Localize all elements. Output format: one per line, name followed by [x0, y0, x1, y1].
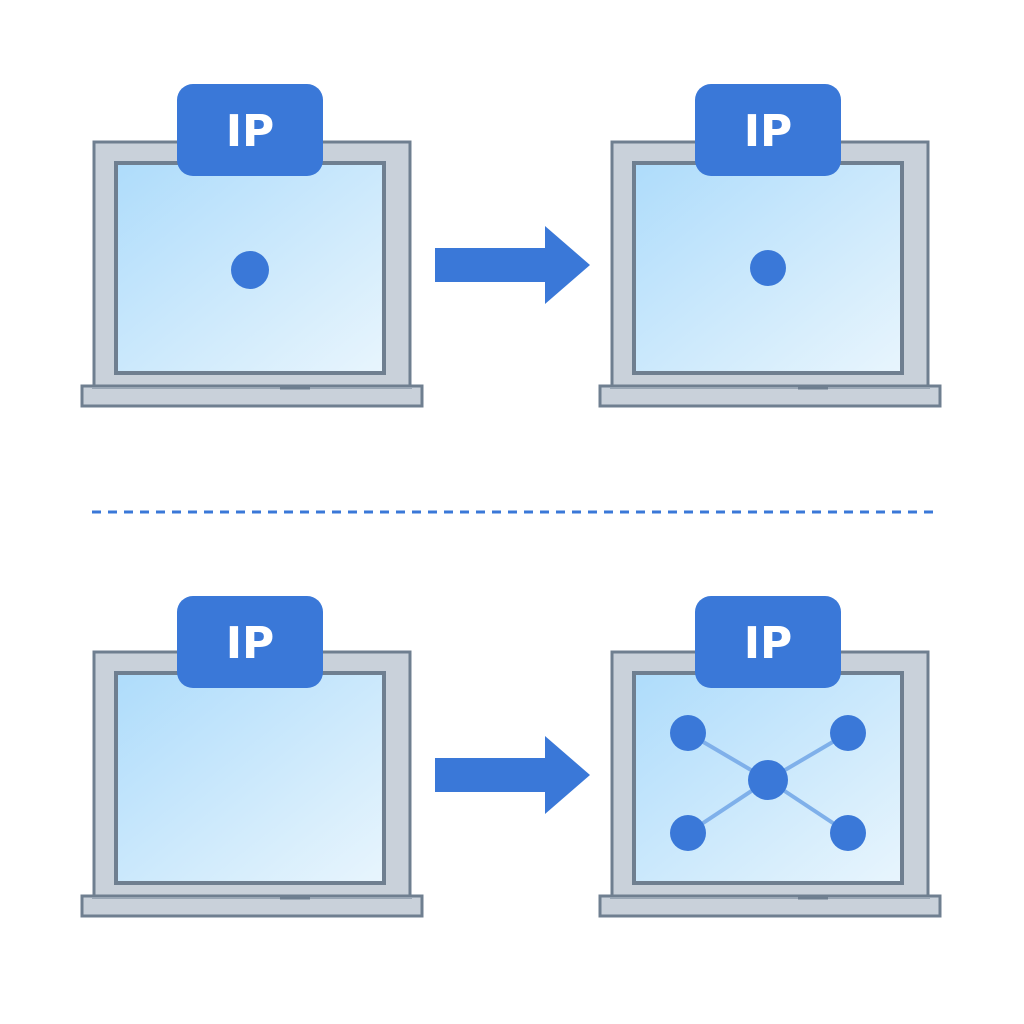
ip-badge-label: IP: [226, 618, 275, 669]
laptop-screen: [114, 671, 386, 885]
network-node-bottom-left: [670, 815, 706, 851]
ip-badge-label: IP: [744, 618, 793, 669]
single-node-dot: [231, 251, 269, 289]
single-node-dot: [750, 250, 786, 286]
network-node-top-right: [830, 715, 866, 751]
ip-badge-label: IP: [226, 106, 275, 157]
laptop-base: [598, 894, 942, 918]
network-node-center: [748, 760, 788, 800]
ip-badge: [177, 596, 323, 688]
laptop-base: [80, 894, 424, 918]
laptop-bottom-right: IP: [598, 596, 942, 918]
laptop-base: [598, 384, 942, 408]
network-node-top-left: [670, 715, 706, 751]
laptop-top-left: IP: [80, 84, 424, 408]
laptop-base: [80, 384, 424, 408]
ip-badge: [695, 596, 841, 688]
network-node-bottom-right: [830, 815, 866, 851]
arrow-right-icon: [435, 736, 590, 814]
ip-badge: [177, 84, 323, 176]
laptop-top-right: IP: [598, 84, 942, 408]
ip-badge-label: IP: [744, 106, 793, 157]
arrow-right-icon: [435, 226, 590, 304]
network-star-icon: [670, 715, 866, 851]
ip-badge: [695, 84, 841, 176]
laptop-bottom-left: IP: [80, 596, 424, 918]
